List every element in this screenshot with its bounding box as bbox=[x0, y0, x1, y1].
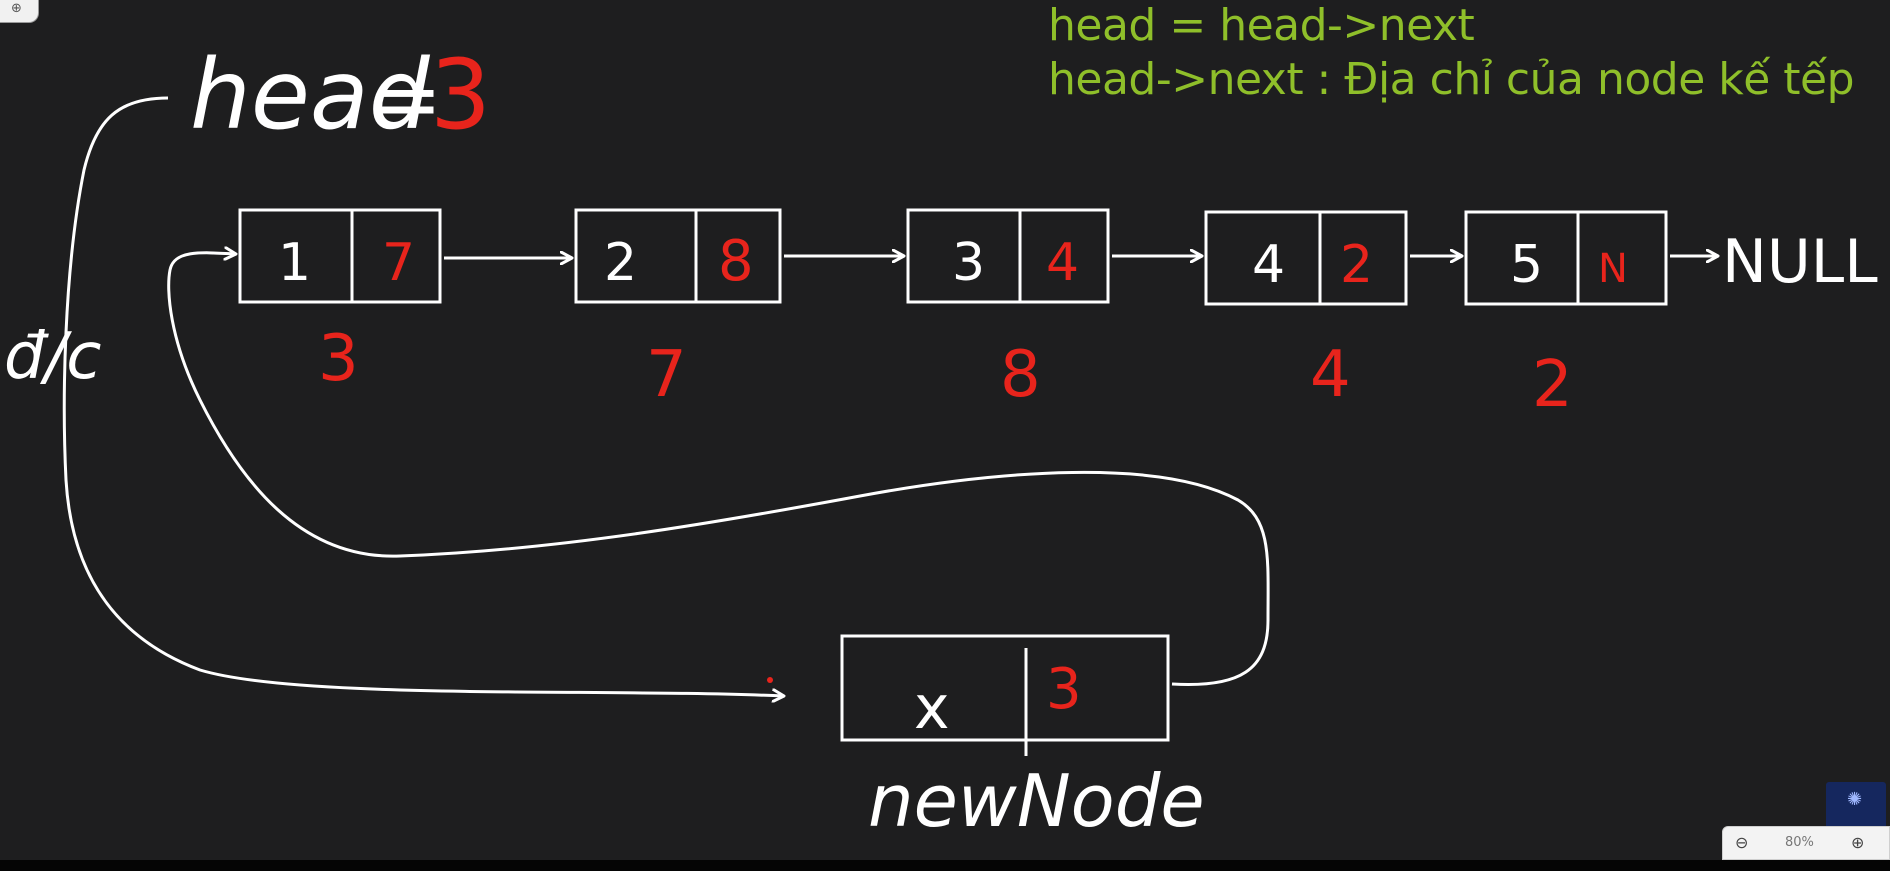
head-value: 3 bbox=[430, 39, 491, 151]
note-line-1: head = head->next bbox=[1048, 0, 1475, 51]
null-label: NULL bbox=[1722, 227, 1878, 297]
address-side-label: đ/c bbox=[4, 320, 101, 394]
note-line-2: head->next : Địa chỉ của node kế tếp bbox=[1048, 54, 1855, 105]
pointer-dot bbox=[767, 677, 773, 683]
node-1-next: 7 bbox=[382, 233, 415, 293]
node-4: 4 2 4 bbox=[1204, 210, 1408, 412]
node-1-data: 1 bbox=[278, 233, 311, 293]
node-4-box bbox=[1204, 210, 1408, 306]
node-5-data: 5 bbox=[1510, 235, 1543, 295]
node-5-address: 2 bbox=[1532, 348, 1573, 422]
new-node-label: newNode bbox=[868, 759, 1205, 843]
node-3-box bbox=[906, 208, 1110, 304]
head-equals: = bbox=[372, 50, 442, 148]
new-node-next: 3 bbox=[1046, 657, 1082, 722]
node-2-next: 8 bbox=[718, 229, 754, 294]
node-2: 2 8 7 bbox=[574, 208, 782, 412]
node-2-address: 7 bbox=[646, 338, 687, 412]
new-node-box bbox=[840, 634, 1170, 742]
node-1-box bbox=[238, 208, 442, 304]
node-5: 5 N 2 bbox=[1464, 210, 1668, 422]
node-2-data: 2 bbox=[604, 233, 637, 293]
node-4-next: 2 bbox=[1340, 235, 1373, 295]
node-3: 3 4 8 bbox=[906, 208, 1110, 412]
node-5-box bbox=[1464, 210, 1668, 306]
corner-menu-button[interactable]: ⊕ bbox=[0, 0, 39, 23]
node-5-next: N bbox=[1598, 246, 1628, 292]
new-node-data: x bbox=[914, 673, 950, 743]
arrow-head-to-newnode bbox=[62, 96, 784, 696]
node-4-address: 4 bbox=[1310, 338, 1351, 412]
brand-logo-icon: ✺ bbox=[1847, 789, 1863, 810]
node-3-data: 3 bbox=[952, 233, 985, 293]
bottom-bar bbox=[0, 860, 1890, 871]
node-3-address: 8 bbox=[1000, 338, 1041, 412]
add-icon: ⊕ bbox=[11, 1, 22, 16]
node-4-data: 4 bbox=[1252, 235, 1285, 295]
zoom-value: 80% bbox=[1785, 835, 1814, 850]
node-3-next: 4 bbox=[1046, 233, 1079, 293]
head-text: head bbox=[190, 39, 431, 151]
zoom-in-icon[interactable]: ⊕ bbox=[1851, 833, 1865, 852]
zoom-out-icon[interactable]: ⊖ bbox=[1735, 833, 1749, 852]
zoom-control: ⊖ 80% ⊕ bbox=[1722, 826, 1890, 860]
node-2-box bbox=[574, 208, 782, 304]
arrow-newnode-to-node1 bbox=[167, 253, 1270, 687]
node-1-address: 3 bbox=[318, 322, 359, 396]
new-node: x 3 newNode bbox=[840, 634, 1205, 843]
node-1: 1 7 3 bbox=[238, 208, 442, 396]
